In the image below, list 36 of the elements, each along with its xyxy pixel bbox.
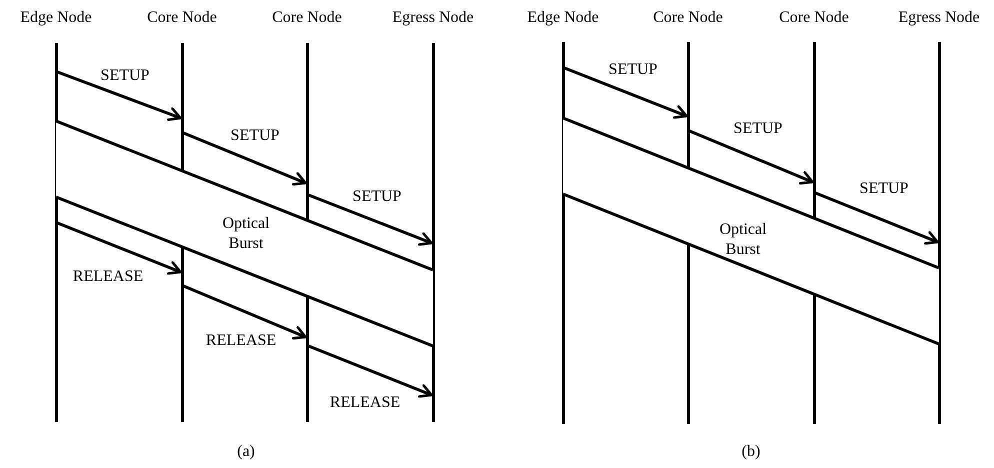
lifeline-label: Core Node [779, 9, 849, 27]
edge-label: RELEASE [72, 268, 144, 286]
lifeline [54, 43, 58, 422]
arrow [308, 194, 433, 246]
burst-label: Optical Burst [718, 220, 768, 260]
lifeline [432, 43, 434, 422]
edge-label: RELEASE [206, 332, 276, 350]
lifeline-label: Core Node [653, 9, 723, 27]
lifeline [938, 42, 940, 424]
burst-label: Optical Burst [221, 214, 271, 254]
arrow [564, 66, 688, 119]
panel-label: (b) [742, 443, 760, 461]
edge-label: SETUP [734, 120, 782, 138]
burst-band [562, 116, 940, 346]
panel-label: (a) [237, 443, 255, 461]
edge-label: SETUP [608, 61, 658, 79]
arrow [182, 284, 307, 340]
edge-label: SETUP [860, 180, 908, 198]
lifeline-label: Edge Node [527, 9, 599, 27]
lifeline-label: Egress Node [898, 9, 980, 27]
lifeline [562, 42, 564, 424]
edge-label: RELEASE [330, 394, 400, 412]
arrow [814, 192, 939, 245]
arrow [56, 222, 182, 275]
lifeline-label: Core Node [272, 9, 342, 27]
arrow [56, 70, 182, 122]
edge-label: SETUP [352, 188, 402, 206]
edge-label: SETUP [100, 67, 150, 85]
burst-band [55, 119, 434, 348]
arrow [688, 130, 814, 185]
edge-label: SETUP [230, 127, 280, 145]
lifeline-label: Core Node [147, 9, 217, 27]
arrow [182, 132, 307, 186]
arrow [308, 344, 433, 398]
lifeline-label: Edge Node [20, 9, 92, 27]
lifeline-label: Egress Node [392, 9, 474, 27]
